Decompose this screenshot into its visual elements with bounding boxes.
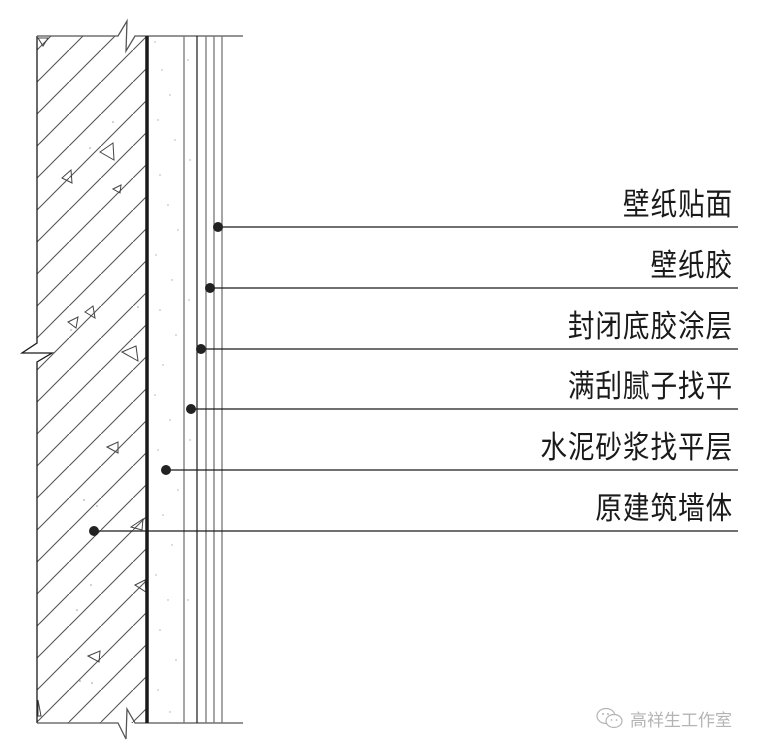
label-wallpaper-glue: 壁纸胶: [650, 248, 733, 284]
original-wall-hatch: [37, 36, 147, 723]
label-wallpaper-face: 壁纸贴面: [622, 187, 733, 223]
cement-mortar-layer: [154, 41, 191, 713]
watermark: 高祥生工作室: [596, 706, 732, 731]
leader-original-wall: [89, 526, 738, 536]
left-break-line: [19, 36, 55, 723]
leader-wallpaper-face: [213, 222, 738, 232]
wechat-icon: [596, 707, 623, 728]
leader-putty-leveling: [186, 404, 738, 414]
leader-cement-mortar: [161, 465, 738, 475]
label-original-wall: 原建筑墙体: [595, 491, 733, 527]
leader-wallpaper-glue: [205, 283, 738, 293]
bottom-boundary: [37, 706, 243, 740]
watermark-text: 高祥生工作室: [630, 711, 732, 731]
label-cement-mortar: 水泥砂浆找平层: [540, 430, 733, 466]
label-putty-leveling: 满刮腻子找平: [567, 369, 733, 405]
layer-lines: [145, 36, 223, 723]
leader-sealing-primer: [196, 344, 738, 354]
label-sealing-primer: 封闭底胶涂层: [567, 309, 733, 345]
top-boundary: [37, 18, 243, 54]
